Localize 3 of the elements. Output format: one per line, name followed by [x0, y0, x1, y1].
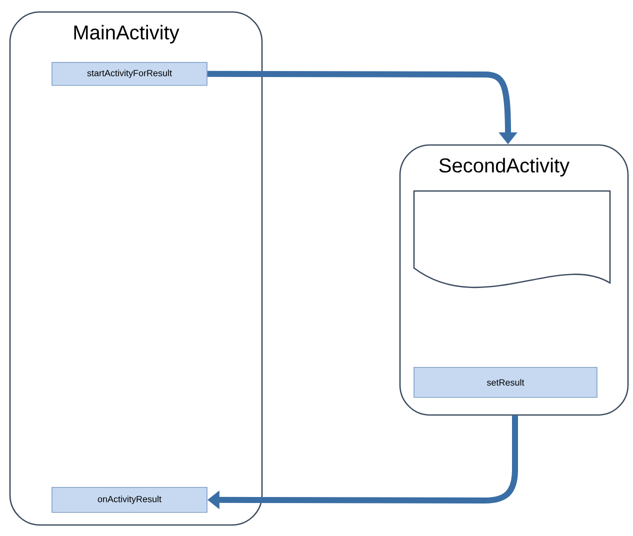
- method-box: onActivityResult: [52, 486, 208, 513]
- method-box: setResult: [414, 366, 598, 398]
- method-box: startActivityForResult: [52, 62, 208, 86]
